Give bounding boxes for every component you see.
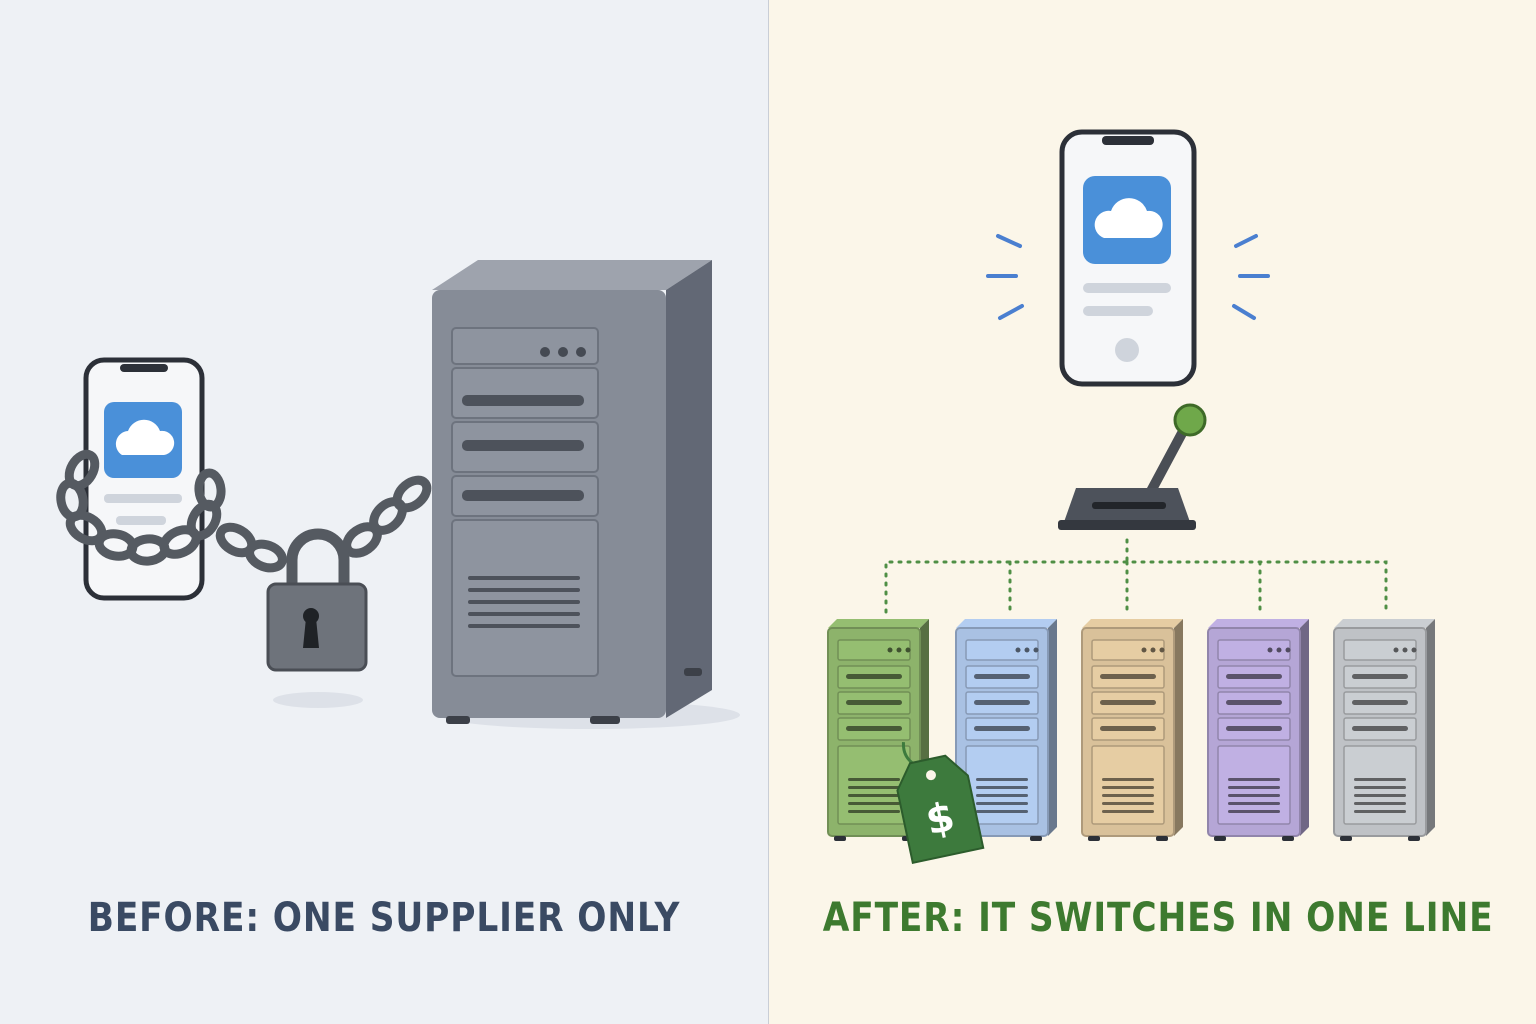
supplier-server-icon bbox=[1081, 619, 1183, 841]
switch-lever-icon bbox=[1058, 403, 1207, 530]
padlock-shadow bbox=[273, 692, 363, 708]
panel-divider bbox=[768, 0, 769, 1024]
server-tower-icon bbox=[432, 260, 712, 724]
smartphone-icon bbox=[1059, 129, 1197, 387]
supplier-servers bbox=[827, 619, 1435, 841]
supplier-server-icon bbox=[955, 619, 1057, 841]
supplier-server-icon bbox=[1333, 619, 1435, 841]
chain-icon bbox=[56, 449, 432, 573]
supplier-connections bbox=[884, 538, 1388, 614]
padlock-icon bbox=[266, 528, 368, 672]
signal-lines-icon bbox=[986, 234, 1270, 320]
before-panel: BEFORE: ONE SUPPLIER ONLY bbox=[0, 0, 768, 1024]
after-panel: $ AFTER: IT SWITCHES IN ONE LINE bbox=[769, 0, 1536, 1024]
after-illustration: $ bbox=[827, 129, 1435, 865]
cloud-icon bbox=[1094, 198, 1163, 238]
before-caption: BEFORE: ONE SUPPLIER ONLY bbox=[87, 895, 681, 941]
dollar-price-tag-icon: $ bbox=[896, 742, 985, 865]
cloud-icon bbox=[115, 419, 175, 455]
before-illustration bbox=[56, 260, 740, 729]
supplier-server-icon bbox=[827, 619, 929, 841]
after-caption: AFTER: IT SWITCHES IN ONE LINE bbox=[822, 895, 1494, 941]
supplier-server-icon bbox=[1207, 619, 1309, 841]
